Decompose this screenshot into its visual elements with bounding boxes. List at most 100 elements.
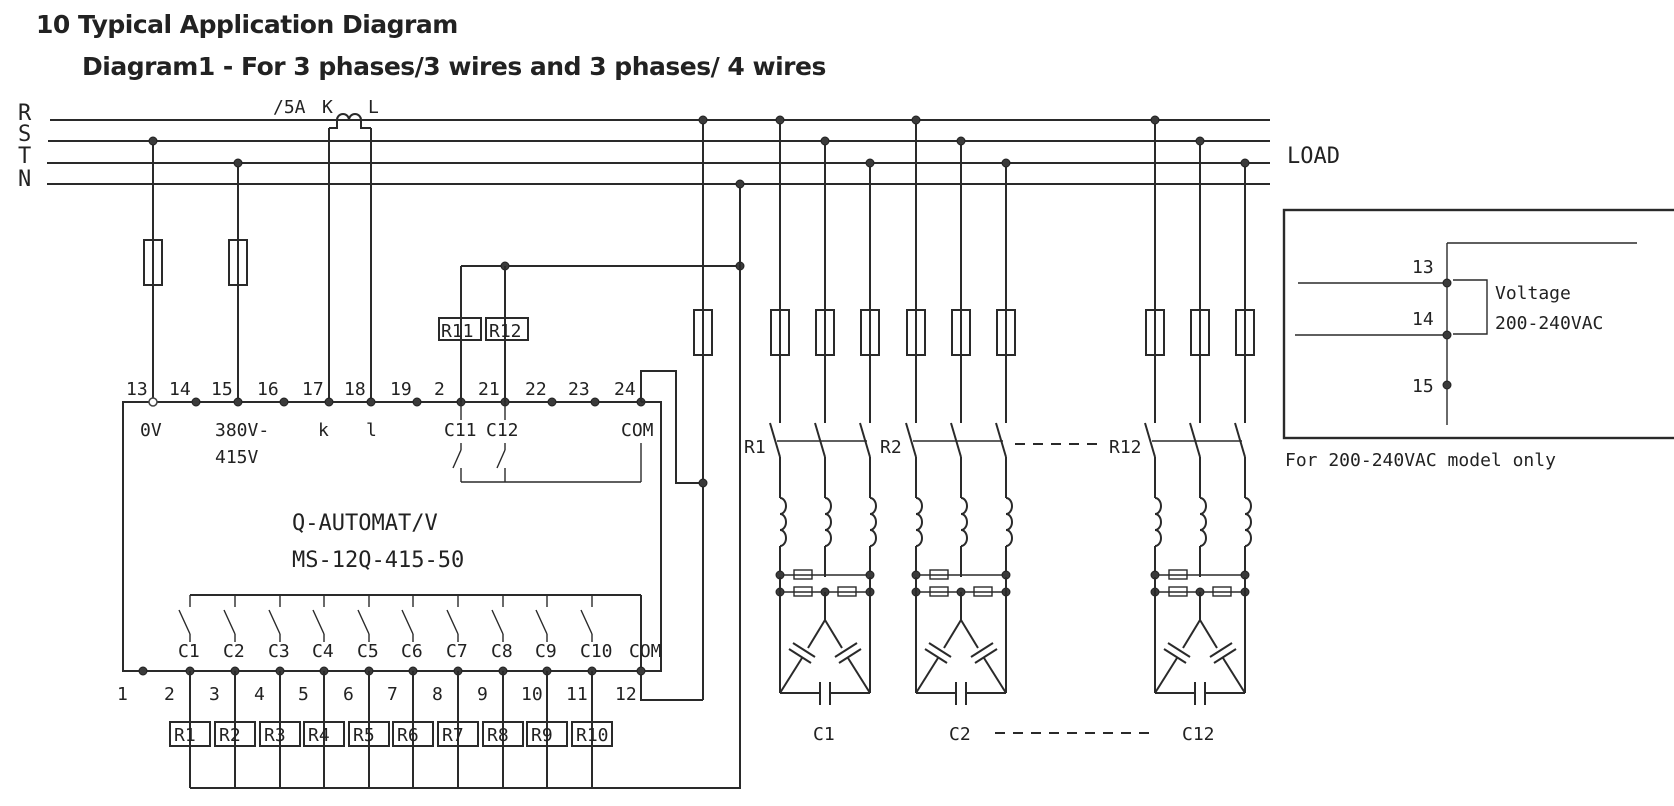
inset-label-13: 13 [1412,257,1434,278]
contact-switch-icon [312,609,325,635]
contact-label: C5 [357,641,379,662]
discharge-resistor-icon [929,569,949,580]
contact-label: C2 [223,641,245,662]
contact-label: COM [629,641,662,662]
inset-voltage-range: 200-240VAC [1495,313,1603,334]
top-terminal-label: 19 [390,379,412,400]
capacitor-plate-icon [792,642,816,658]
relay-r11-label: R11 [441,321,474,342]
label-com-top: COM [621,420,654,441]
phase-label-t: T [18,144,31,169]
junction-dot [1001,158,1011,168]
top-terminal-22 [547,397,557,407]
bottom-terminal-1 [138,666,148,676]
contact-label: C1 [178,641,200,662]
fuse-icon [860,309,880,356]
contact-switch-icon [446,609,459,635]
top-terminal-16 [279,397,289,407]
bottom-terminal-label: 12 [615,684,637,705]
inset-label-14: 14 [1412,309,1434,330]
controller-box [122,401,662,672]
contact-label: C7 [446,641,468,662]
junction-dot [775,115,785,125]
section-title: 10 Typical Application Diagram [36,10,458,39]
fuse-icon [693,309,713,356]
bottom-terminal-label: 6 [343,684,354,705]
junction-dot [956,136,966,146]
relay-box-R6 [392,721,434,747]
contact-label: C9 [535,641,557,662]
top-terminal-14 [191,397,201,407]
bus-lines [47,119,1270,185]
reactor-coil-icon [824,497,832,547]
discharge-resistor-icon [973,586,993,597]
relay-box-R9 [526,721,568,747]
relay-box-R3 [259,721,301,747]
contact-label: C3 [268,641,290,662]
ct-k-label: K [322,97,333,118]
ct-l-label: L [368,97,379,118]
label-415v: 415V [215,447,259,468]
reactor-coil-icon [1154,497,1162,547]
top-terminal-label: 23 [568,379,590,400]
top-terminal-label: 21 [478,379,500,400]
load-label: LOAD [1287,144,1340,169]
contacts-c11-c12 [452,402,642,483]
contactor-label: R2 [880,437,902,458]
contact-label: C6 [401,641,423,662]
capacitor-label: C1 [813,724,835,745]
contact-label: C8 [491,641,513,662]
contactor-switch-icon [1189,422,1201,458]
discharge-resistor-icon [1168,586,1188,597]
ct-ratio-label: /5A [273,97,306,118]
com-wiring [190,115,745,789]
relay-label: R5 [353,725,375,746]
bottom-terminal-label: 8 [432,684,443,705]
reactor-coil-icon [960,497,968,547]
label-k: k [318,420,329,441]
label-l: l [366,420,377,441]
relay-label: R10 [576,725,609,746]
bottom-terminal-label: 9 [477,684,488,705]
top-terminal-15 [233,397,243,407]
contactor-switch-icon [950,422,962,458]
junction-dot [820,136,830,146]
top-terminal-13 [148,397,158,407]
fuse-icon [815,309,835,356]
inset-terminal-13 [1442,278,1452,288]
capacitor-label: C2 [949,724,971,745]
top-terminal-label: 18 [344,379,366,400]
relay-label: R8 [487,725,509,746]
top-terminal-label: 24 [614,379,636,400]
inset-voltage-label: Voltage [1495,283,1571,304]
fuse-icon [906,309,926,356]
inset-box [1282,208,1674,440]
inset-terminal-14 [1442,330,1452,340]
relay-box-R1 [169,721,211,747]
relay-box-R2 [214,721,256,747]
bottom-terminal-label: 7 [387,684,398,705]
fuse-icon [951,309,971,356]
bottom-terminal-label: 4 [254,684,265,705]
discharge-resistor-icon [929,586,949,597]
relay-label: R3 [264,725,286,746]
top-terminal-label: 16 [257,379,279,400]
reactor-coil-icon [1005,497,1013,547]
contactor-label: R1 [744,437,766,458]
bottom-terminal-label: 10 [521,684,543,705]
voltage-taps [143,136,248,402]
top-terminal-label: 22 [525,379,547,400]
junction-dot [233,158,243,168]
discharge-resistor-icon [793,569,813,580]
diagram-title: Diagram1 - For 3 phases/3 wires and 3 ph… [82,52,826,81]
relay-r11-r12: R11 R12 [438,261,745,402]
relay-box-R10 [571,721,613,747]
top-terminal-18 [366,397,376,407]
top-terminal-17 [324,397,334,407]
junction-dot [865,158,875,168]
relay-box-R7 [437,721,479,747]
